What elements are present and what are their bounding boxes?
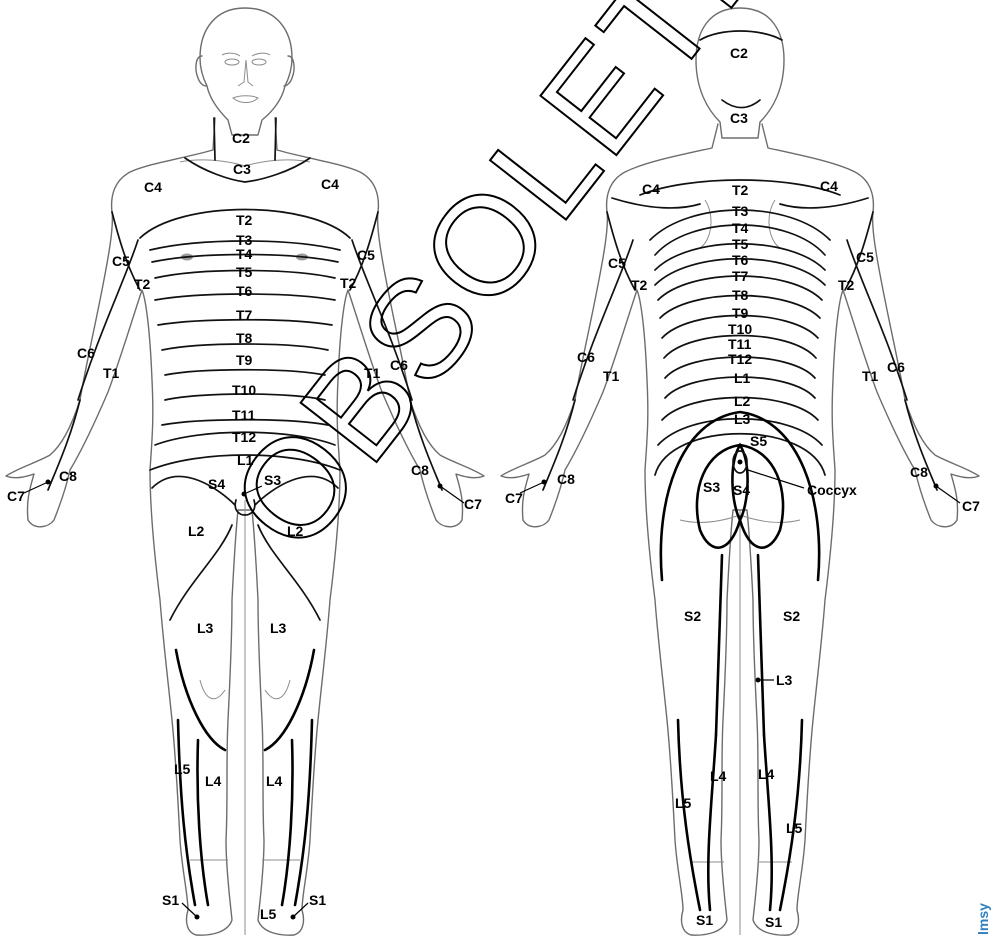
front-head-outline xyxy=(200,8,292,135)
back-label-l4-right: L4 xyxy=(758,766,775,782)
back-label-t6: T6 xyxy=(732,252,749,268)
back-label-t10: T10 xyxy=(728,321,752,337)
back-label-s2-right: S2 xyxy=(783,608,800,624)
front-label-l5-left: L5 xyxy=(174,761,191,777)
front-label-s1-right: S1 xyxy=(309,892,326,908)
front-label-t9: T9 xyxy=(236,352,253,368)
front-label-l4-left: L4 xyxy=(205,773,222,789)
front-label-c7-left: C7 xyxy=(7,488,25,504)
back-label-t11: T11 xyxy=(728,336,752,352)
back-label-c6-left: C6 xyxy=(577,349,595,365)
front-label-l2-left: L2 xyxy=(188,523,205,539)
back-label-c5-left: C5 xyxy=(608,255,626,271)
back-label-s5: S5 xyxy=(750,433,767,449)
corner-badge: lmsy xyxy=(975,903,991,935)
back-label-t5: T5 xyxy=(732,236,749,252)
back-label-t12: T12 xyxy=(728,351,752,367)
back-label-s1-right: S1 xyxy=(765,914,782,930)
corner-badge-text: lmsy xyxy=(975,903,991,935)
back-label-c5-right: C5 xyxy=(856,249,874,265)
back-label-c8-left: C8 xyxy=(557,471,575,487)
front-label-t10: T10 xyxy=(232,382,256,398)
front-label-c7-right: C7 xyxy=(464,496,482,512)
back-label-s3: S3 xyxy=(703,479,720,495)
front-label-l3-right: L3 xyxy=(270,620,287,636)
front-label-l3-left: L3 xyxy=(197,620,214,636)
back-label-c7-left: C7 xyxy=(505,490,523,506)
back-label-c3: C3 xyxy=(730,110,748,126)
front-label-c6-left: C6 xyxy=(77,345,95,361)
back-label-s1-left: S1 xyxy=(696,912,713,928)
front-label-t6: T6 xyxy=(236,283,253,299)
front-label-l4-right: L4 xyxy=(266,773,283,789)
back-label-l3: L3 xyxy=(734,411,751,427)
front-label-t8: T8 xyxy=(236,330,253,346)
back-label-t8: T8 xyxy=(732,287,749,303)
back-label-coccyx: Coccyx xyxy=(807,482,857,498)
back-label-t2-right: T2 xyxy=(838,277,855,293)
front-label-c8-left: C8 xyxy=(59,468,77,484)
front-label-l5-right: L5 xyxy=(260,906,277,922)
front-label-c3: C3 xyxy=(233,161,251,177)
back-label-s4: S4 xyxy=(733,482,750,498)
front-label-t2-left: T2 xyxy=(134,276,151,292)
back-label-t2: T2 xyxy=(732,182,749,198)
back-label-c6-right: C6 xyxy=(887,359,905,375)
back-label-l5-right: L5 xyxy=(786,820,803,836)
back-label-c4-left: C4 xyxy=(642,181,660,197)
front-label-t7: T7 xyxy=(236,307,253,323)
back-label-c4-right: C4 xyxy=(820,178,838,194)
back-label-l5-left: L5 xyxy=(675,795,692,811)
front-label-t2: T2 xyxy=(236,212,253,228)
back-label-t1-right: T1 xyxy=(862,368,879,384)
back-label-t4: T4 xyxy=(732,220,749,236)
back-label-l2: L2 xyxy=(734,393,751,409)
back-label-t2-left: T2 xyxy=(631,277,648,293)
back-label-c7-right: C7 xyxy=(962,498,980,514)
back-label-t9: T9 xyxy=(732,305,749,321)
front-label-t1-left: T1 xyxy=(103,365,120,381)
back-label-t1-left: T1 xyxy=(603,368,620,384)
back-label-l3-leg: L3 xyxy=(776,672,793,688)
back-label-c8-right: C8 xyxy=(910,464,928,480)
back-label-t7: T7 xyxy=(732,268,749,284)
back-label-l1: L1 xyxy=(734,370,751,386)
front-label-c8-right: C8 xyxy=(411,462,429,478)
back-label-l4-left: L4 xyxy=(710,768,727,784)
back-label-t3: T3 xyxy=(732,203,749,219)
front-label-t5: T5 xyxy=(236,264,253,280)
front-label-s1-left: S1 xyxy=(162,892,179,908)
front-label-c2: C2 xyxy=(232,130,250,146)
front-label-c4-right: C4 xyxy=(321,176,339,192)
back-label-s2-left: S2 xyxy=(684,608,701,624)
front-label-c5-left: C5 xyxy=(112,253,130,269)
front-label-t4: T4 xyxy=(236,246,253,262)
front-label-c4-left: C4 xyxy=(144,179,162,195)
